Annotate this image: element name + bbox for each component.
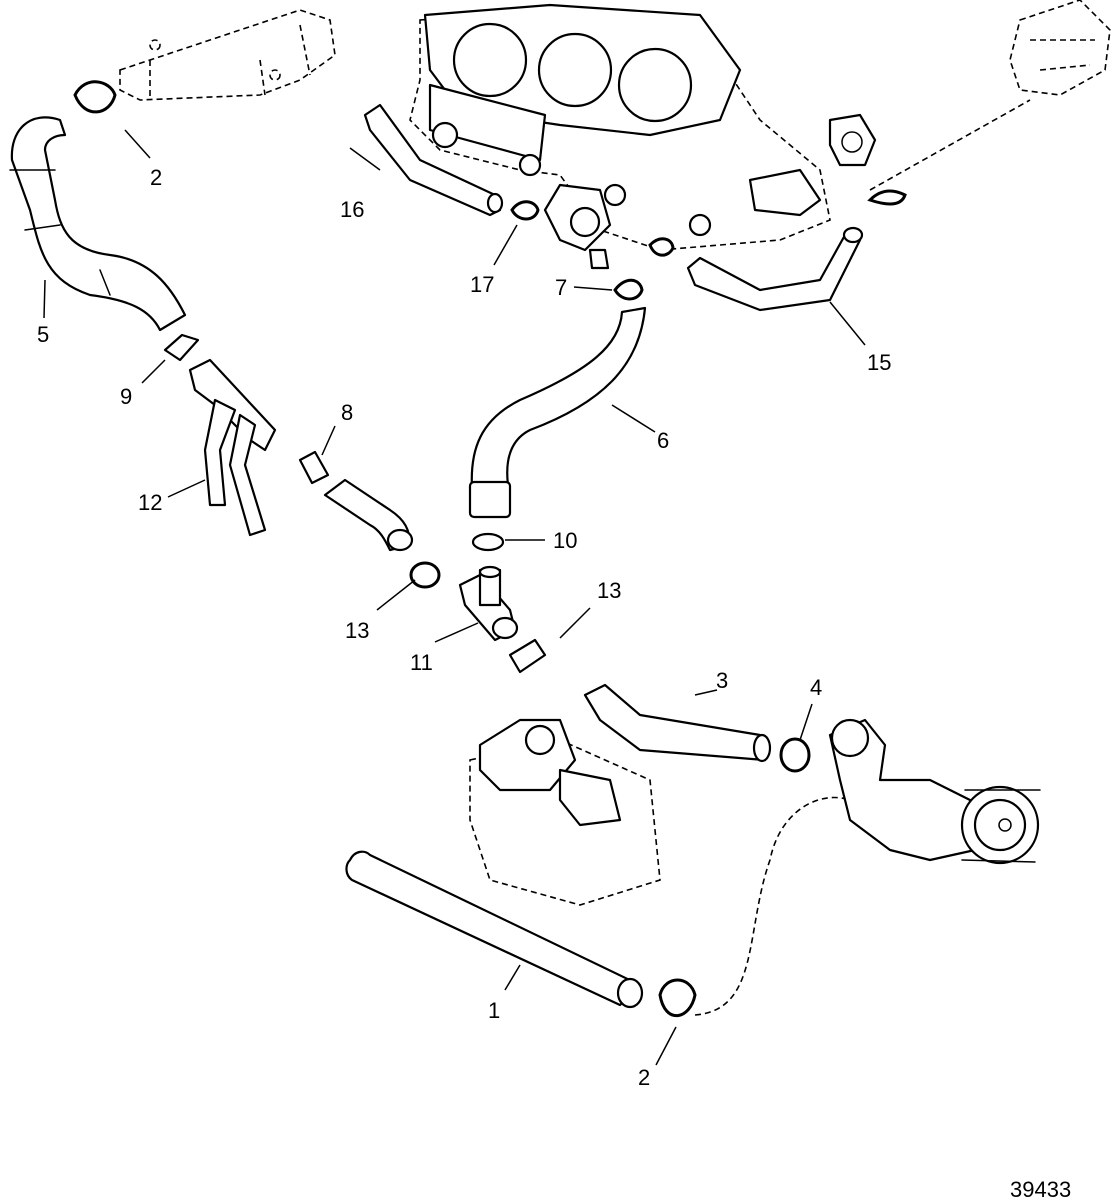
- callout-13a: 13: [345, 618, 369, 643]
- clamp-13b: [508, 638, 547, 674]
- callout-16: 16: [340, 197, 364, 222]
- callout-5: 5: [37, 322, 49, 347]
- engine-block: [409, 3, 831, 270]
- callout-12: 12: [138, 490, 162, 515]
- clamp-4: [779, 737, 811, 773]
- callout-7: 7: [555, 275, 567, 300]
- callout-labels: 2 5 9 12 8 16 17 7 15 6 10 13 11 13 3 4 …: [37, 165, 1071, 1200]
- hose-3: [583, 683, 772, 763]
- clamp-7: [613, 237, 675, 301]
- callout-17: 17: [470, 272, 494, 297]
- hose-15: [686, 226, 864, 312]
- cooler-module: [469, 718, 661, 906]
- callout-3: 3: [716, 668, 728, 693]
- callout-4: 4: [810, 675, 822, 700]
- callout-1: 1: [488, 998, 500, 1023]
- hose-1: [345, 850, 644, 1009]
- fitting-8: [298, 450, 330, 485]
- callout-11: 11: [410, 650, 433, 675]
- tee-fitting-11: [458, 565, 519, 642]
- fitting-9: [163, 333, 200, 362]
- context-valve-top-right: [828, 0, 1111, 206]
- context-pipe-top-left: [119, 9, 336, 101]
- hose-6: [468, 306, 647, 519]
- callout-2b: 2: [638, 1065, 650, 1090]
- hose-elbow-center: [323, 478, 414, 552]
- clamp-2b: [658, 796, 851, 1018]
- callout-10: 10: [553, 528, 577, 553]
- hose-16: [363, 103, 504, 217]
- callout-13b: 13: [597, 578, 621, 603]
- callout-2a: 2: [150, 165, 162, 190]
- figure-number: 39433: [1010, 1177, 1071, 1200]
- hose-5: [9, 116, 187, 332]
- clamp-17: [510, 200, 540, 221]
- clamp-10: [471, 532, 505, 552]
- pump-assembly: [828, 718, 1041, 865]
- callout-6: 6: [657, 428, 669, 453]
- clamp-2a: [73, 80, 117, 114]
- callout-8: 8: [341, 400, 353, 425]
- tee-fitting-12: [188, 358, 277, 537]
- clamp-13a: [409, 561, 441, 589]
- leader-lines: [43, 129, 866, 1066]
- callout-15: 15: [867, 350, 891, 375]
- callout-9: 9: [120, 384, 132, 409]
